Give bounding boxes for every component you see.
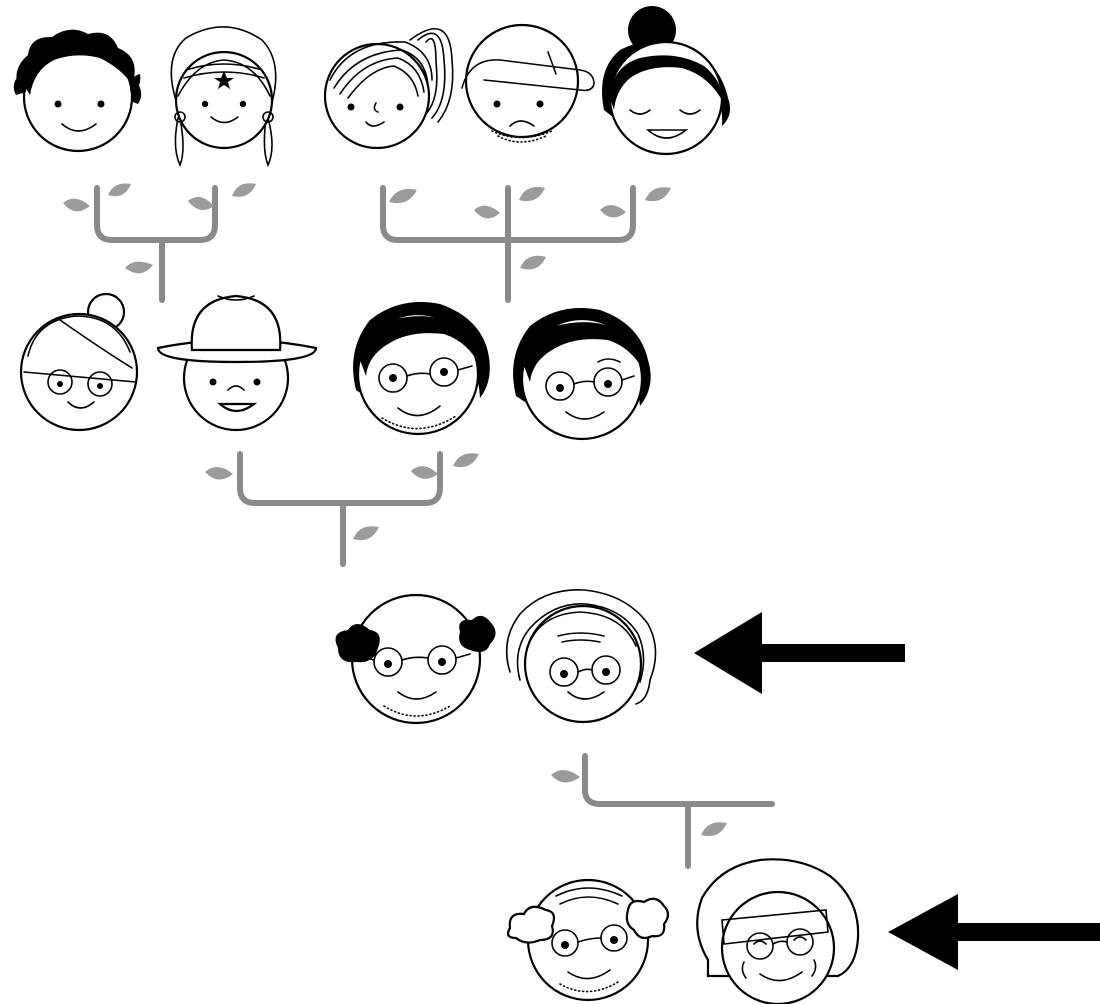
face-icon <box>353 302 490 436</box>
face-icon <box>506 878 670 1002</box>
connector-gen1-left <box>63 183 256 303</box>
face-icon <box>461 23 595 143</box>
face-icon <box>19 292 139 432</box>
face-icon <box>513 308 651 441</box>
face-icon <box>323 28 454 150</box>
connector-gen1-right <box>380 185 671 303</box>
gen4-couple <box>506 858 860 1004</box>
face-icon <box>335 593 496 725</box>
gen3-couple <box>335 589 657 725</box>
leaf-icon <box>551 769 727 837</box>
face-icon <box>170 26 277 168</box>
leaf-icon <box>205 453 479 541</box>
gen2-couple-right <box>353 302 651 441</box>
face-icon <box>602 6 730 156</box>
gen1-couple-right <box>323 6 730 156</box>
connector-gen3 <box>551 753 775 869</box>
face-icon <box>156 294 318 432</box>
gen1-couple-left <box>13 26 277 168</box>
arrow-left-icon <box>694 612 905 694</box>
leaf-icon <box>389 186 671 270</box>
connector-gen2 <box>205 451 479 567</box>
gen2-couple-left <box>19 292 318 432</box>
face-icon <box>505 589 657 724</box>
face-icon <box>13 29 142 153</box>
arrow-left-icon <box>888 894 1100 970</box>
leaf-icon <box>63 183 256 274</box>
face-icon <box>696 858 860 1004</box>
